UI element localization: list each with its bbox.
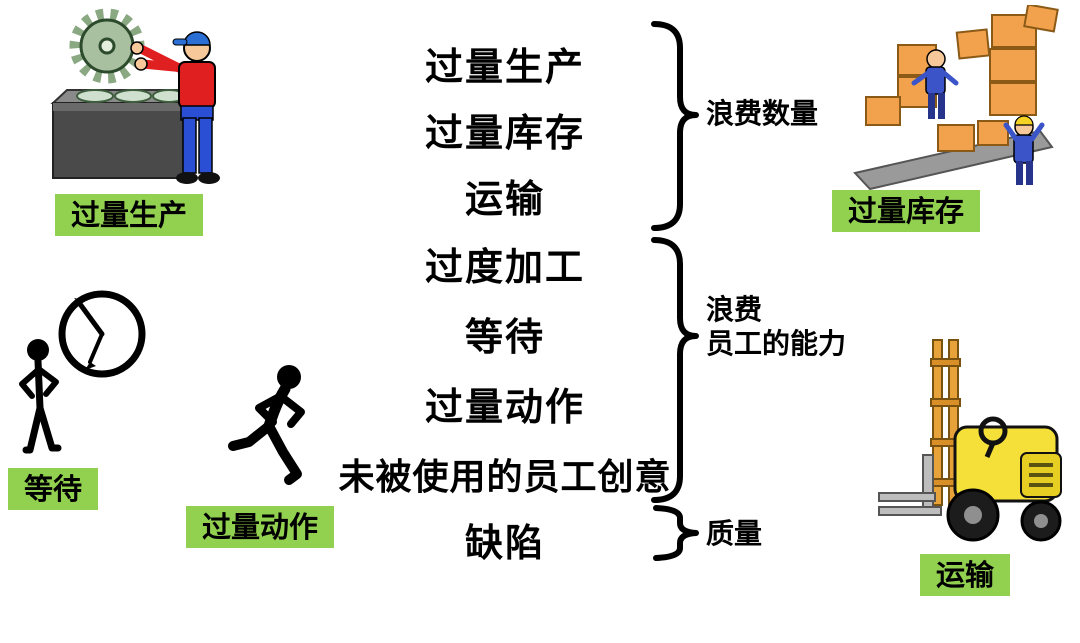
caption-transport: 运输: [920, 554, 1011, 597]
wheels: [946, 488, 1062, 542]
caption-inventory: 过量库存: [832, 190, 981, 233]
waste-item-unused-creativity: 未被使用的员工创意: [338, 457, 672, 498]
forks: [878, 454, 942, 516]
gear-icon: [69, 8, 145, 84]
waste-item-overproduction: 过量生产: [424, 45, 585, 89]
body: [953, 416, 1062, 503]
waiting-clipart: [19, 290, 146, 454]
caption-waiting: 等待: [8, 468, 99, 511]
waste-item-waiting: 等待: [464, 315, 545, 359]
stick-figure: [19, 339, 62, 454]
brace-label-quality: 质量: [706, 517, 763, 550]
caption-overproduction: 过量生产: [55, 194, 204, 237]
waste-item-defects: 缺陷: [464, 521, 545, 565]
brace-quantity: [651, 21, 699, 231]
clock-icon: [58, 290, 146, 378]
overproduction-clipart: [50, 8, 220, 184]
caption-motion: 过量动作: [186, 506, 335, 549]
waste-item-transport: 运输: [464, 177, 545, 221]
brace-label-quantity: 浪费数量: [706, 97, 819, 130]
brace-capability: [651, 237, 699, 503]
inventory-clipart: [853, 5, 1059, 190]
waste-item-overprocessing: 过度加工: [424, 245, 585, 289]
brace-quality: [653, 505, 699, 561]
transport-clipart: [878, 339, 1062, 542]
brace-label-capability-line2: 员工的能力: [706, 327, 847, 360]
worker-figure: [130, 31, 220, 184]
waste-item-inventory: 过量库存: [424, 111, 585, 155]
bowls: [76, 89, 186, 103]
motion-clipart: [228, 365, 305, 485]
brace-label-capability-line1: 浪费: [706, 293, 763, 326]
waste-item-motion: 过量动作: [424, 385, 585, 429]
worker-right: [1003, 115, 1045, 185]
worker-left: [911, 49, 959, 119]
